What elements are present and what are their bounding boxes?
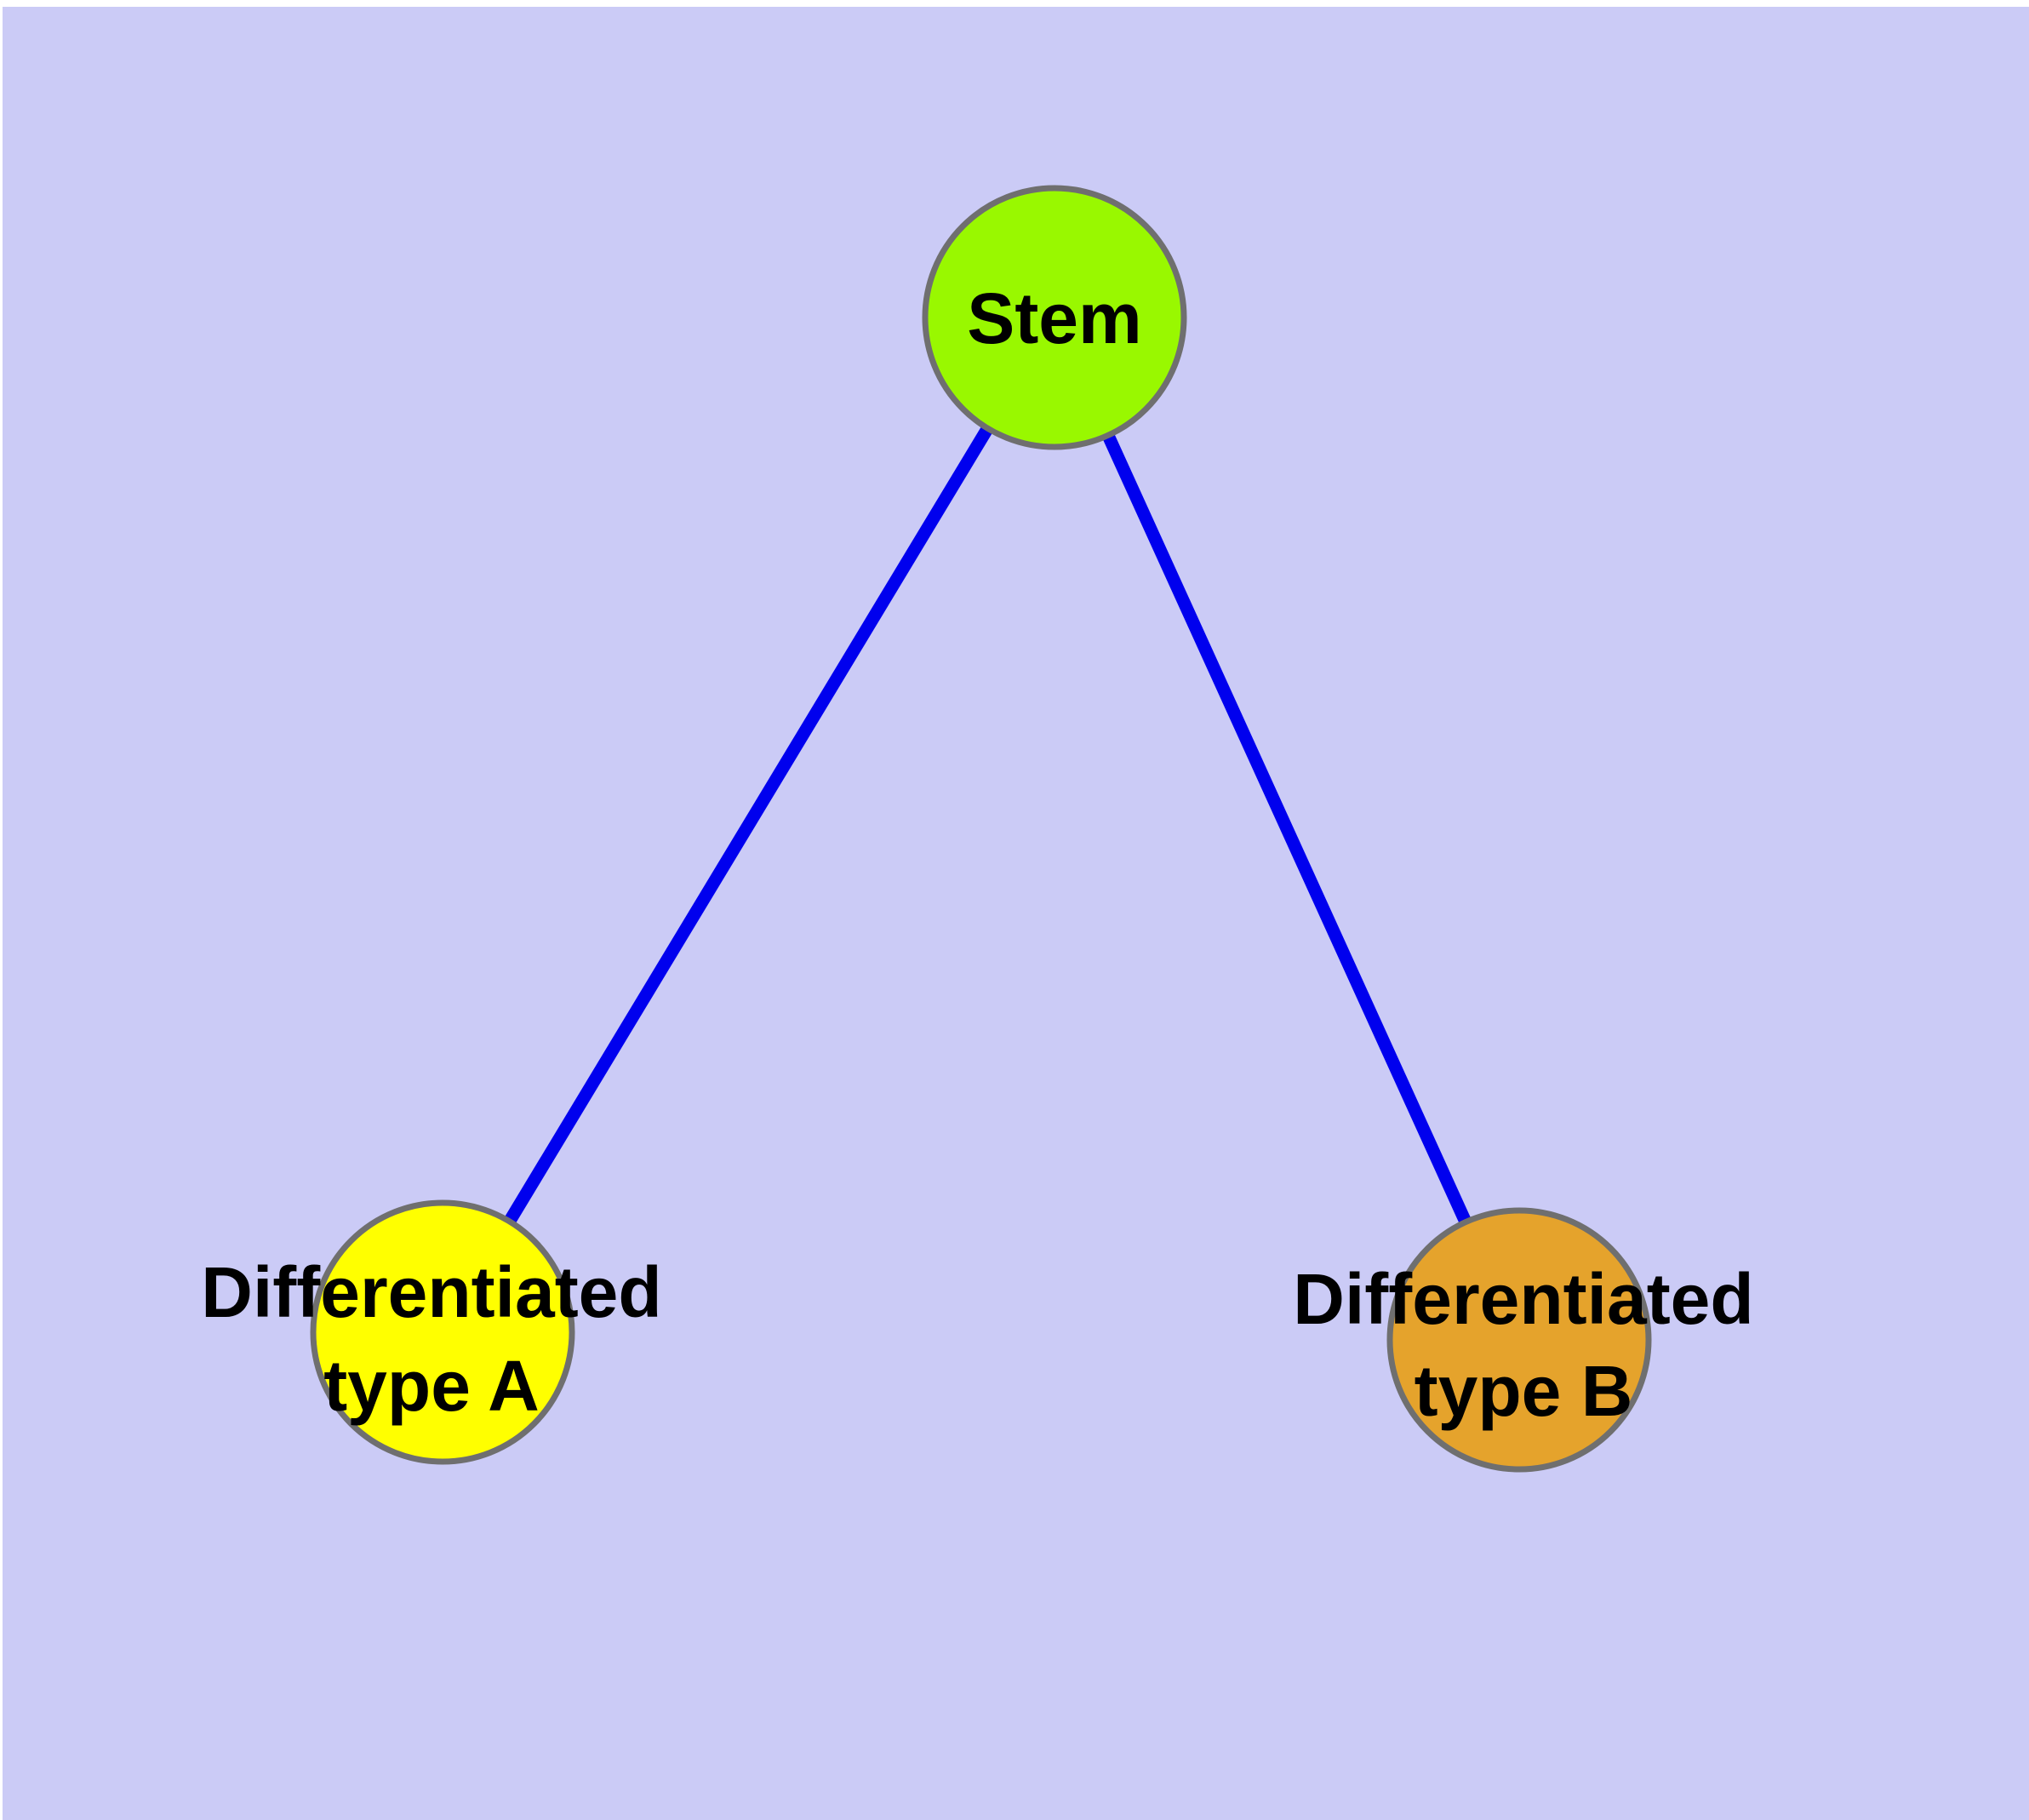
node-differentiated-type-b — [1386, 1207, 1652, 1473]
edge-stem-to-type-a — [437, 314, 1060, 1336]
edge-stem-to-type-b — [1049, 314, 1525, 1343]
edge-group — [437, 314, 1525, 1343]
node-type-a-label-line2: type A — [323, 1346, 540, 1426]
node-stem-label: Stem — [967, 278, 1141, 358]
node-type-b-label-line1: Differentiated — [1293, 1259, 1753, 1339]
node-group — [310, 185, 1652, 1473]
node-differentiated-type-a — [310, 1199, 575, 1465]
label-group: Stem Differentiated type A Differentiate… — [201, 278, 1753, 1431]
node-type-b-label-line2: type B — [1415, 1351, 1633, 1431]
node-stem — [922, 185, 1187, 450]
node-type-a-label-line1: Differentiated — [201, 1252, 661, 1332]
